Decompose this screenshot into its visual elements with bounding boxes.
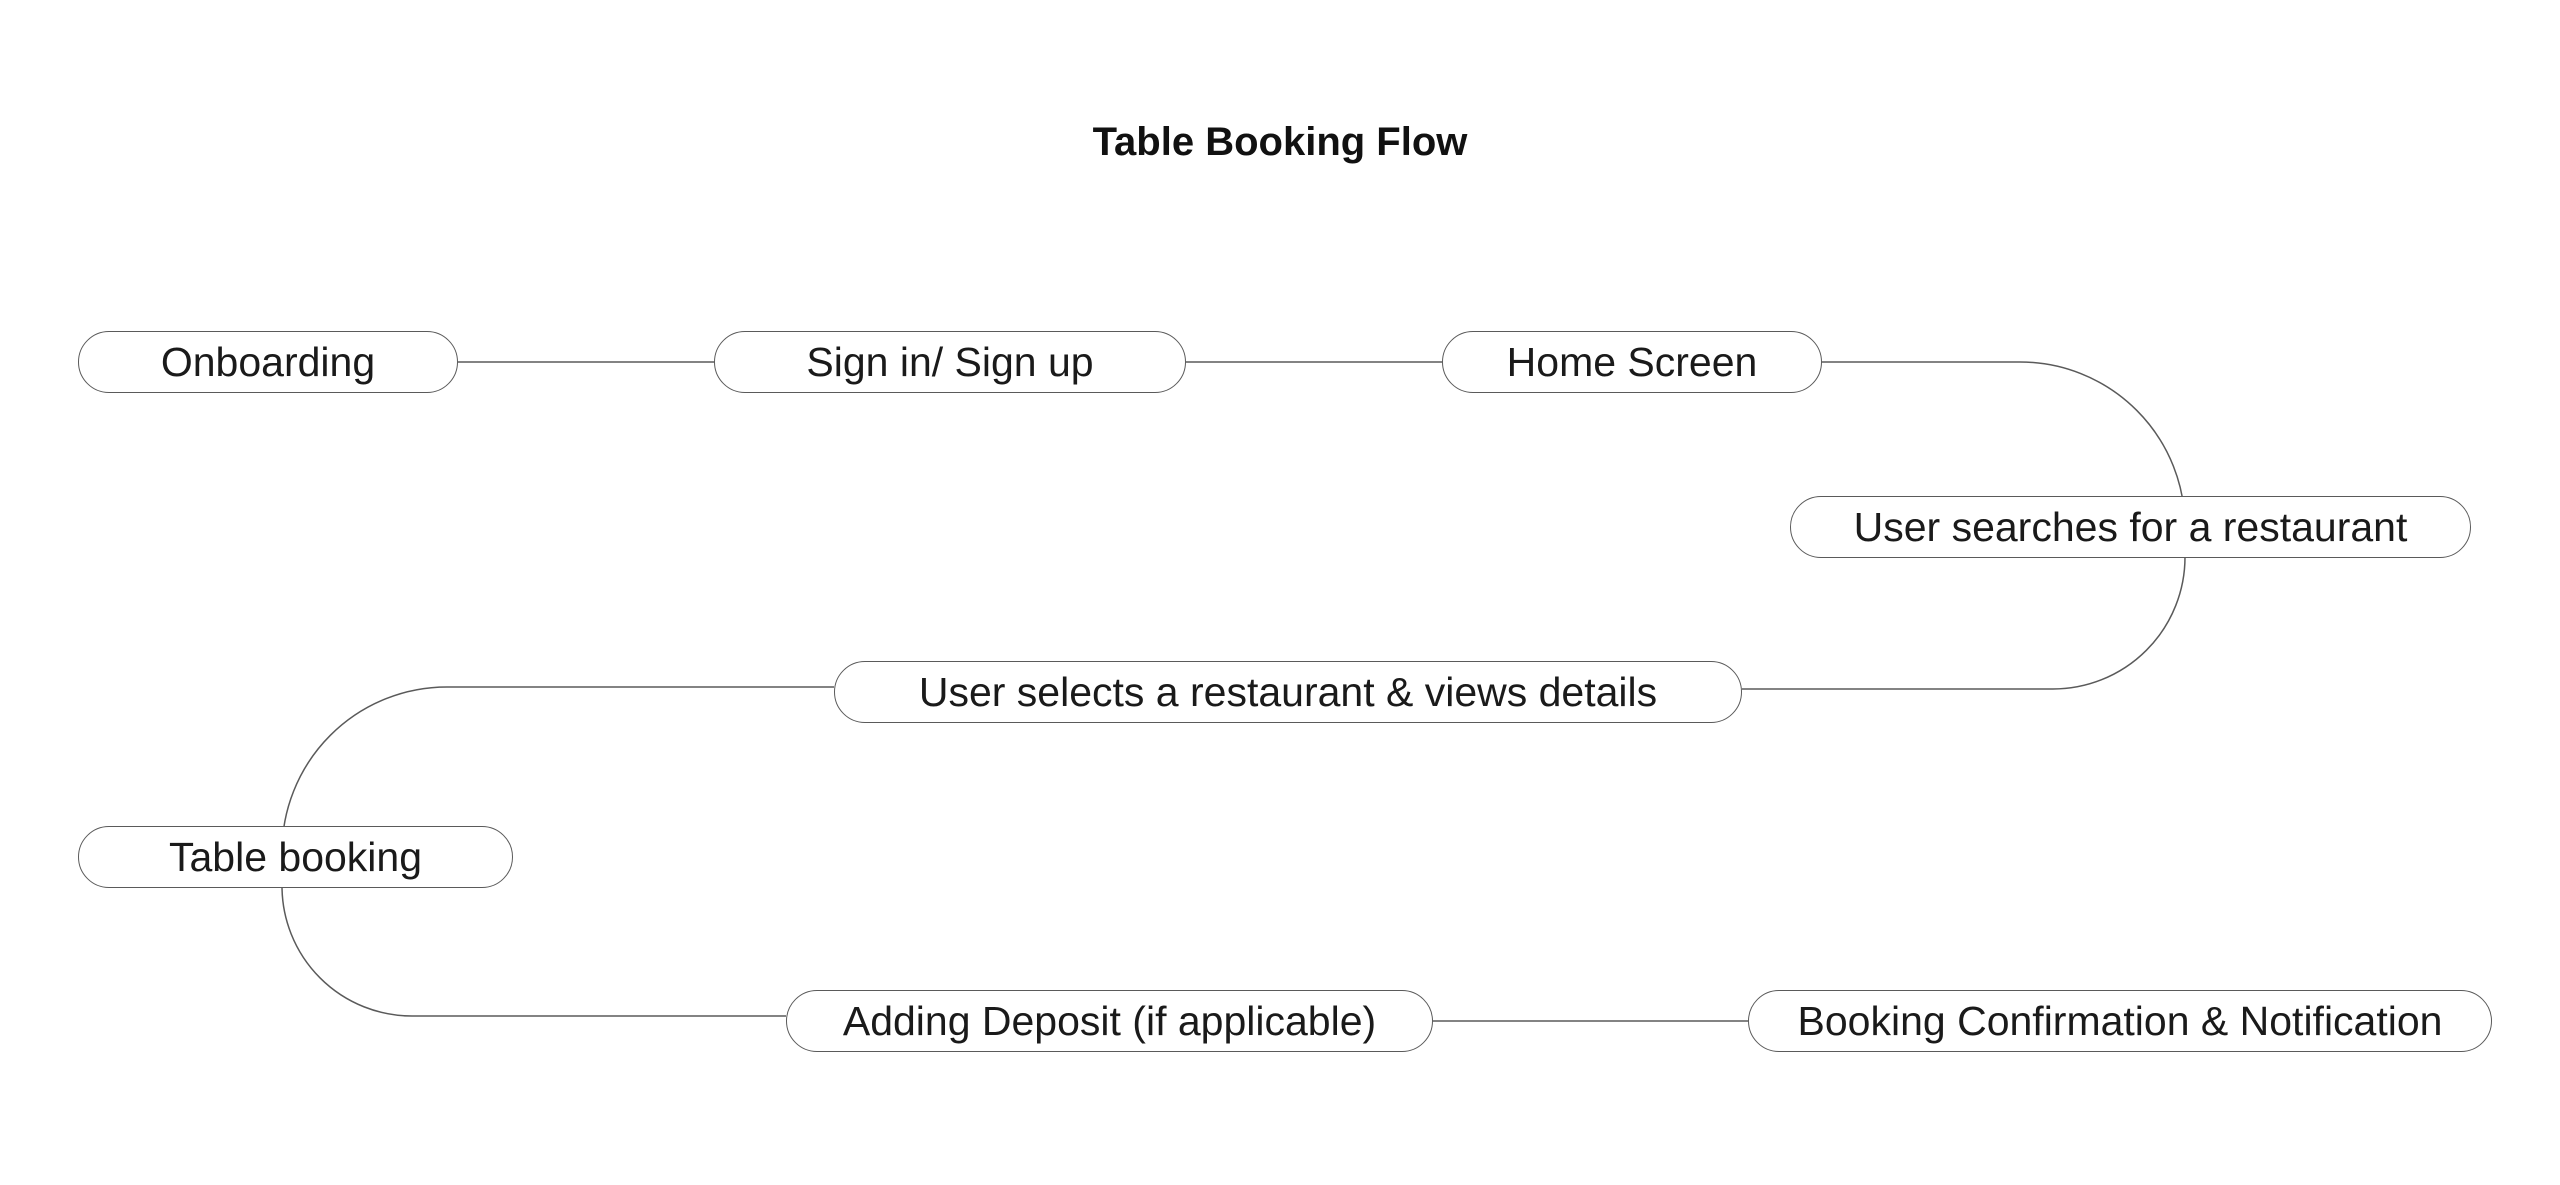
node-onboarding: Onboarding (78, 331, 458, 393)
node-user-searches-restaurant: User searches for a restaurant (1790, 496, 2471, 558)
node-adding-deposit: Adding Deposit (if applicable) (786, 990, 1433, 1052)
diagram-title: Table Booking Flow (1092, 120, 1468, 164)
node-booking-confirmation: Booking Confirmation & Notification (1748, 990, 2492, 1052)
edge-home-search (1822, 361, 2186, 528)
node-home-screen: Home Screen (1442, 331, 1822, 393)
edge-tablebooking-deposit (281, 885, 786, 1017)
node-sign-in-sign-up: Sign in/ Sign up (714, 331, 1186, 393)
edge-select-tablebooking (281, 686, 834, 853)
node-user-selects-restaurant: User selects a restaurant & views detail… (834, 661, 1742, 723)
node-table-booking: Table booking (78, 826, 513, 888)
edge-search-select (1742, 556, 2186, 690)
